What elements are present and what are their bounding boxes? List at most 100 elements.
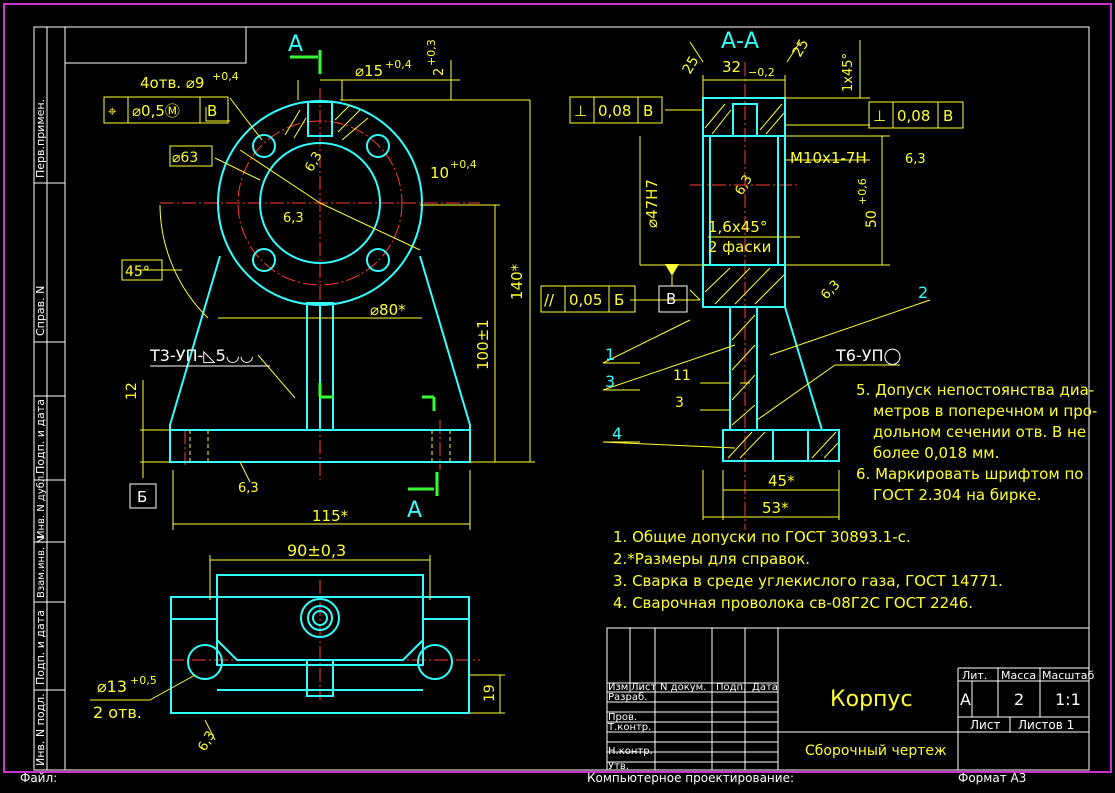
rough-2: 6,3: [283, 211, 304, 226]
position-tol-symbol: ⌖: [108, 102, 117, 120]
row-prov: Пров.: [608, 712, 637, 723]
side-label-5: Подп. и дата: [34, 610, 47, 685]
scale-header: Масштаб: [1042, 669, 1094, 682]
sheets-label: Листов 1: [1018, 718, 1074, 732]
mass-header: Масса: [1001, 669, 1036, 682]
leader-2: 2: [918, 283, 928, 302]
sheet-label: Лист: [970, 718, 1000, 732]
dim50-tol: +0,6: [856, 178, 869, 205]
rough-top: 6,3: [195, 729, 218, 754]
side-label-6: Инв. N подл.: [34, 693, 47, 766]
perp-left-datum: В: [643, 102, 653, 120]
row-razrab: Разраб.: [608, 692, 647, 703]
parallel-value: 0,05: [569, 291, 602, 309]
weld-left: Т3-УП-◺5◡◡: [149, 346, 254, 365]
rough-3: 6,3: [238, 481, 259, 496]
dim50: 50: [864, 210, 880, 228]
doc-type: Сборочный чертеж: [805, 743, 947, 759]
part-name: Корпус: [830, 687, 913, 712]
dim140: 140*: [508, 263, 526, 300]
holes-tol: +0,4: [212, 70, 239, 83]
dim45: 45*: [768, 472, 795, 490]
notes: 5. Допуск непостоянства диа- метров в по…: [613, 381, 1097, 612]
footer-format: Формат А3: [958, 771, 1026, 785]
dia47: ⌀47H7: [643, 179, 661, 228]
position-tol-value: ⌀0,5Ⓜ: [132, 102, 180, 120]
parallel-datum: Б: [614, 291, 624, 309]
side-label-4: Взам.инв. N: [36, 536, 47, 598]
note-right-1: метров в поперечном и про-: [873, 402, 1097, 420]
holes-note: 4отв. ⌀9: [140, 74, 204, 92]
side-label-0: Перв.примен.: [34, 99, 47, 178]
note-general-0: 1. Общие допуски по ГОСТ 30893.1-с.: [613, 528, 911, 546]
dim25a: 25: [680, 54, 703, 77]
perp-left-symbol: ⊥: [574, 102, 587, 120]
chamfer2: 1,6x45°: [708, 218, 767, 236]
dim19: 19: [482, 684, 498, 702]
dim115: 115*: [312, 507, 349, 525]
top-left-stamp: [65, 27, 247, 64]
dim3: 3: [675, 395, 684, 411]
dim90: 90±0,3: [287, 541, 346, 560]
dim2: 2: [432, 68, 447, 76]
angle45: 45°: [125, 264, 150, 280]
rough-inner: 6,3: [732, 173, 755, 198]
title-block: Изм Лист N докум. Подп. Дата Разраб. Про…: [606, 627, 1094, 772]
rough-outer: 6,3: [818, 278, 843, 303]
footer-cad: Компьютерное проектирование:: [587, 771, 794, 785]
note-general-1: 2.*Размеры для справок.: [613, 550, 810, 568]
section-mark-top: А: [288, 32, 303, 57]
front-view: А А: [103, 32, 535, 530]
parallel-symbol: //: [544, 291, 555, 309]
dia13: ⌀13: [97, 677, 127, 696]
lit-header: Лит.: [962, 669, 987, 682]
sheet-border: [3, 3, 1112, 773]
top-view: 90±0,3 ⌀13 +0,5 2 отв. 19 6,3: [90, 541, 505, 754]
dia63: ⌀63: [172, 150, 198, 166]
scale-value: 1:1: [1055, 690, 1081, 709]
dim53: 53*: [762, 499, 789, 517]
two-holes: 2 отв.: [93, 703, 142, 722]
perp-right-value: 0,08: [897, 107, 930, 125]
section-mark-bottom: А: [407, 498, 422, 523]
perp-right-symbol: ⊥: [873, 107, 886, 125]
lit-value: А: [960, 690, 971, 709]
perp-right-datum: В: [943, 107, 953, 125]
note-right-0: 5. Допуск непостоянства диа-: [856, 381, 1094, 399]
perp-left-value: 0,08: [598, 102, 631, 120]
dia15-tol: +0,4: [385, 58, 412, 71]
leader-4: 4: [612, 424, 622, 443]
footer-file: Файл:: [20, 771, 57, 785]
row-nkontr: Н.контр.: [608, 746, 653, 757]
dim2-tol: +0,3: [425, 39, 438, 66]
leader-3: 3: [605, 372, 615, 391]
note-right-4: 6. Маркировать шрифтом по: [856, 465, 1083, 483]
note-right-5: ГОСТ 2.304 на бирке.: [873, 486, 1041, 504]
dim10: 10: [430, 164, 449, 182]
section-view: А-А: [540, 29, 964, 530]
dim11: 11: [673, 368, 691, 384]
dia80: ⌀80*: [370, 301, 406, 319]
side-label-1: Справ. N: [34, 286, 47, 336]
note-general-3: 4. Сварочная проволока св-08Г2С ГОСТ 224…: [613, 594, 973, 612]
row-tkontr: Т.контр.: [607, 722, 651, 733]
note-general-2: 3. Сварка в среде углекислого газа, ГОСТ…: [613, 572, 1003, 590]
col-list: Лист: [631, 682, 657, 693]
leader-1: 1: [605, 345, 615, 364]
col-data: Дата: [752, 682, 778, 693]
col-doc: N докум.: [660, 682, 706, 693]
dim25b: 25: [790, 37, 813, 60]
mass-value: 2: [1014, 690, 1024, 709]
side-strip: Перв.примен. Справ. N Подп. и дата Инв. …: [33, 26, 66, 771]
datum-b: Б: [137, 488, 147, 506]
dim12: 12: [124, 382, 140, 400]
dim32: 32: [722, 58, 741, 76]
note-right-2: дольном сечении отв. В не: [873, 423, 1086, 441]
dim100: 100±1: [474, 319, 492, 370]
col-podp: Подп.: [716, 682, 746, 693]
dia13-tol: +0,5: [130, 674, 157, 687]
datum-v: В: [666, 290, 676, 308]
weld-right: Т6-УП◯: [835, 346, 902, 365]
rough-right: 6,3: [905, 152, 926, 167]
